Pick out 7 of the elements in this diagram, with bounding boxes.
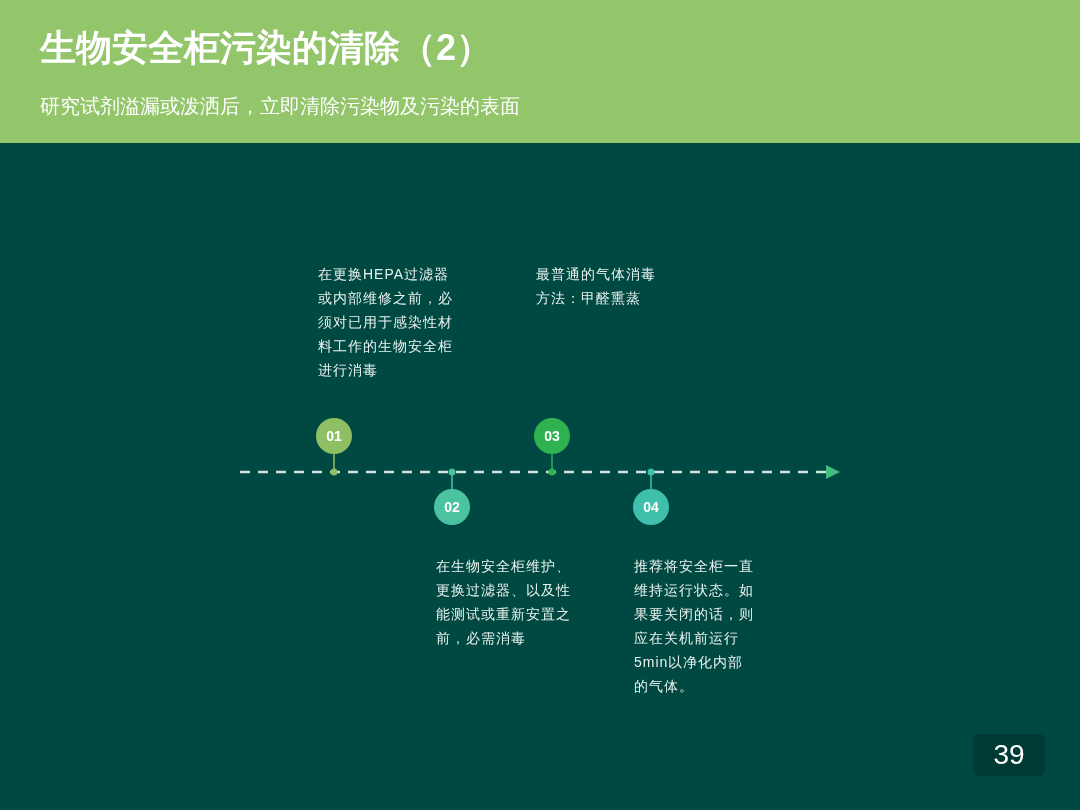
subtitle: 研究试剂溢漏或泼洒后，立即清除污染物及污染的表面 [40, 94, 520, 119]
step-description: 在生物安全柜维护、更换过滤器、以及性能测试或重新安置之前，必需消毒 [436, 557, 572, 648]
page-number: 39 [973, 734, 1045, 776]
step-description: 推荐将安全柜一直维持运行状态。如果要关闭的话，则应在关机前运行5min以净化内部的气体。 [634, 557, 755, 696]
step-description: 在更换HEPA过滤器或内部维修之前，必须对已用于感染性材料工作的生物安全柜进行消毒 [318, 265, 454, 380]
title: 生物安全柜污染的清除（2） [40, 26, 493, 70]
step-description: 最普通的气体消毒方法：甲醛熏蒸 [536, 265, 657, 308]
